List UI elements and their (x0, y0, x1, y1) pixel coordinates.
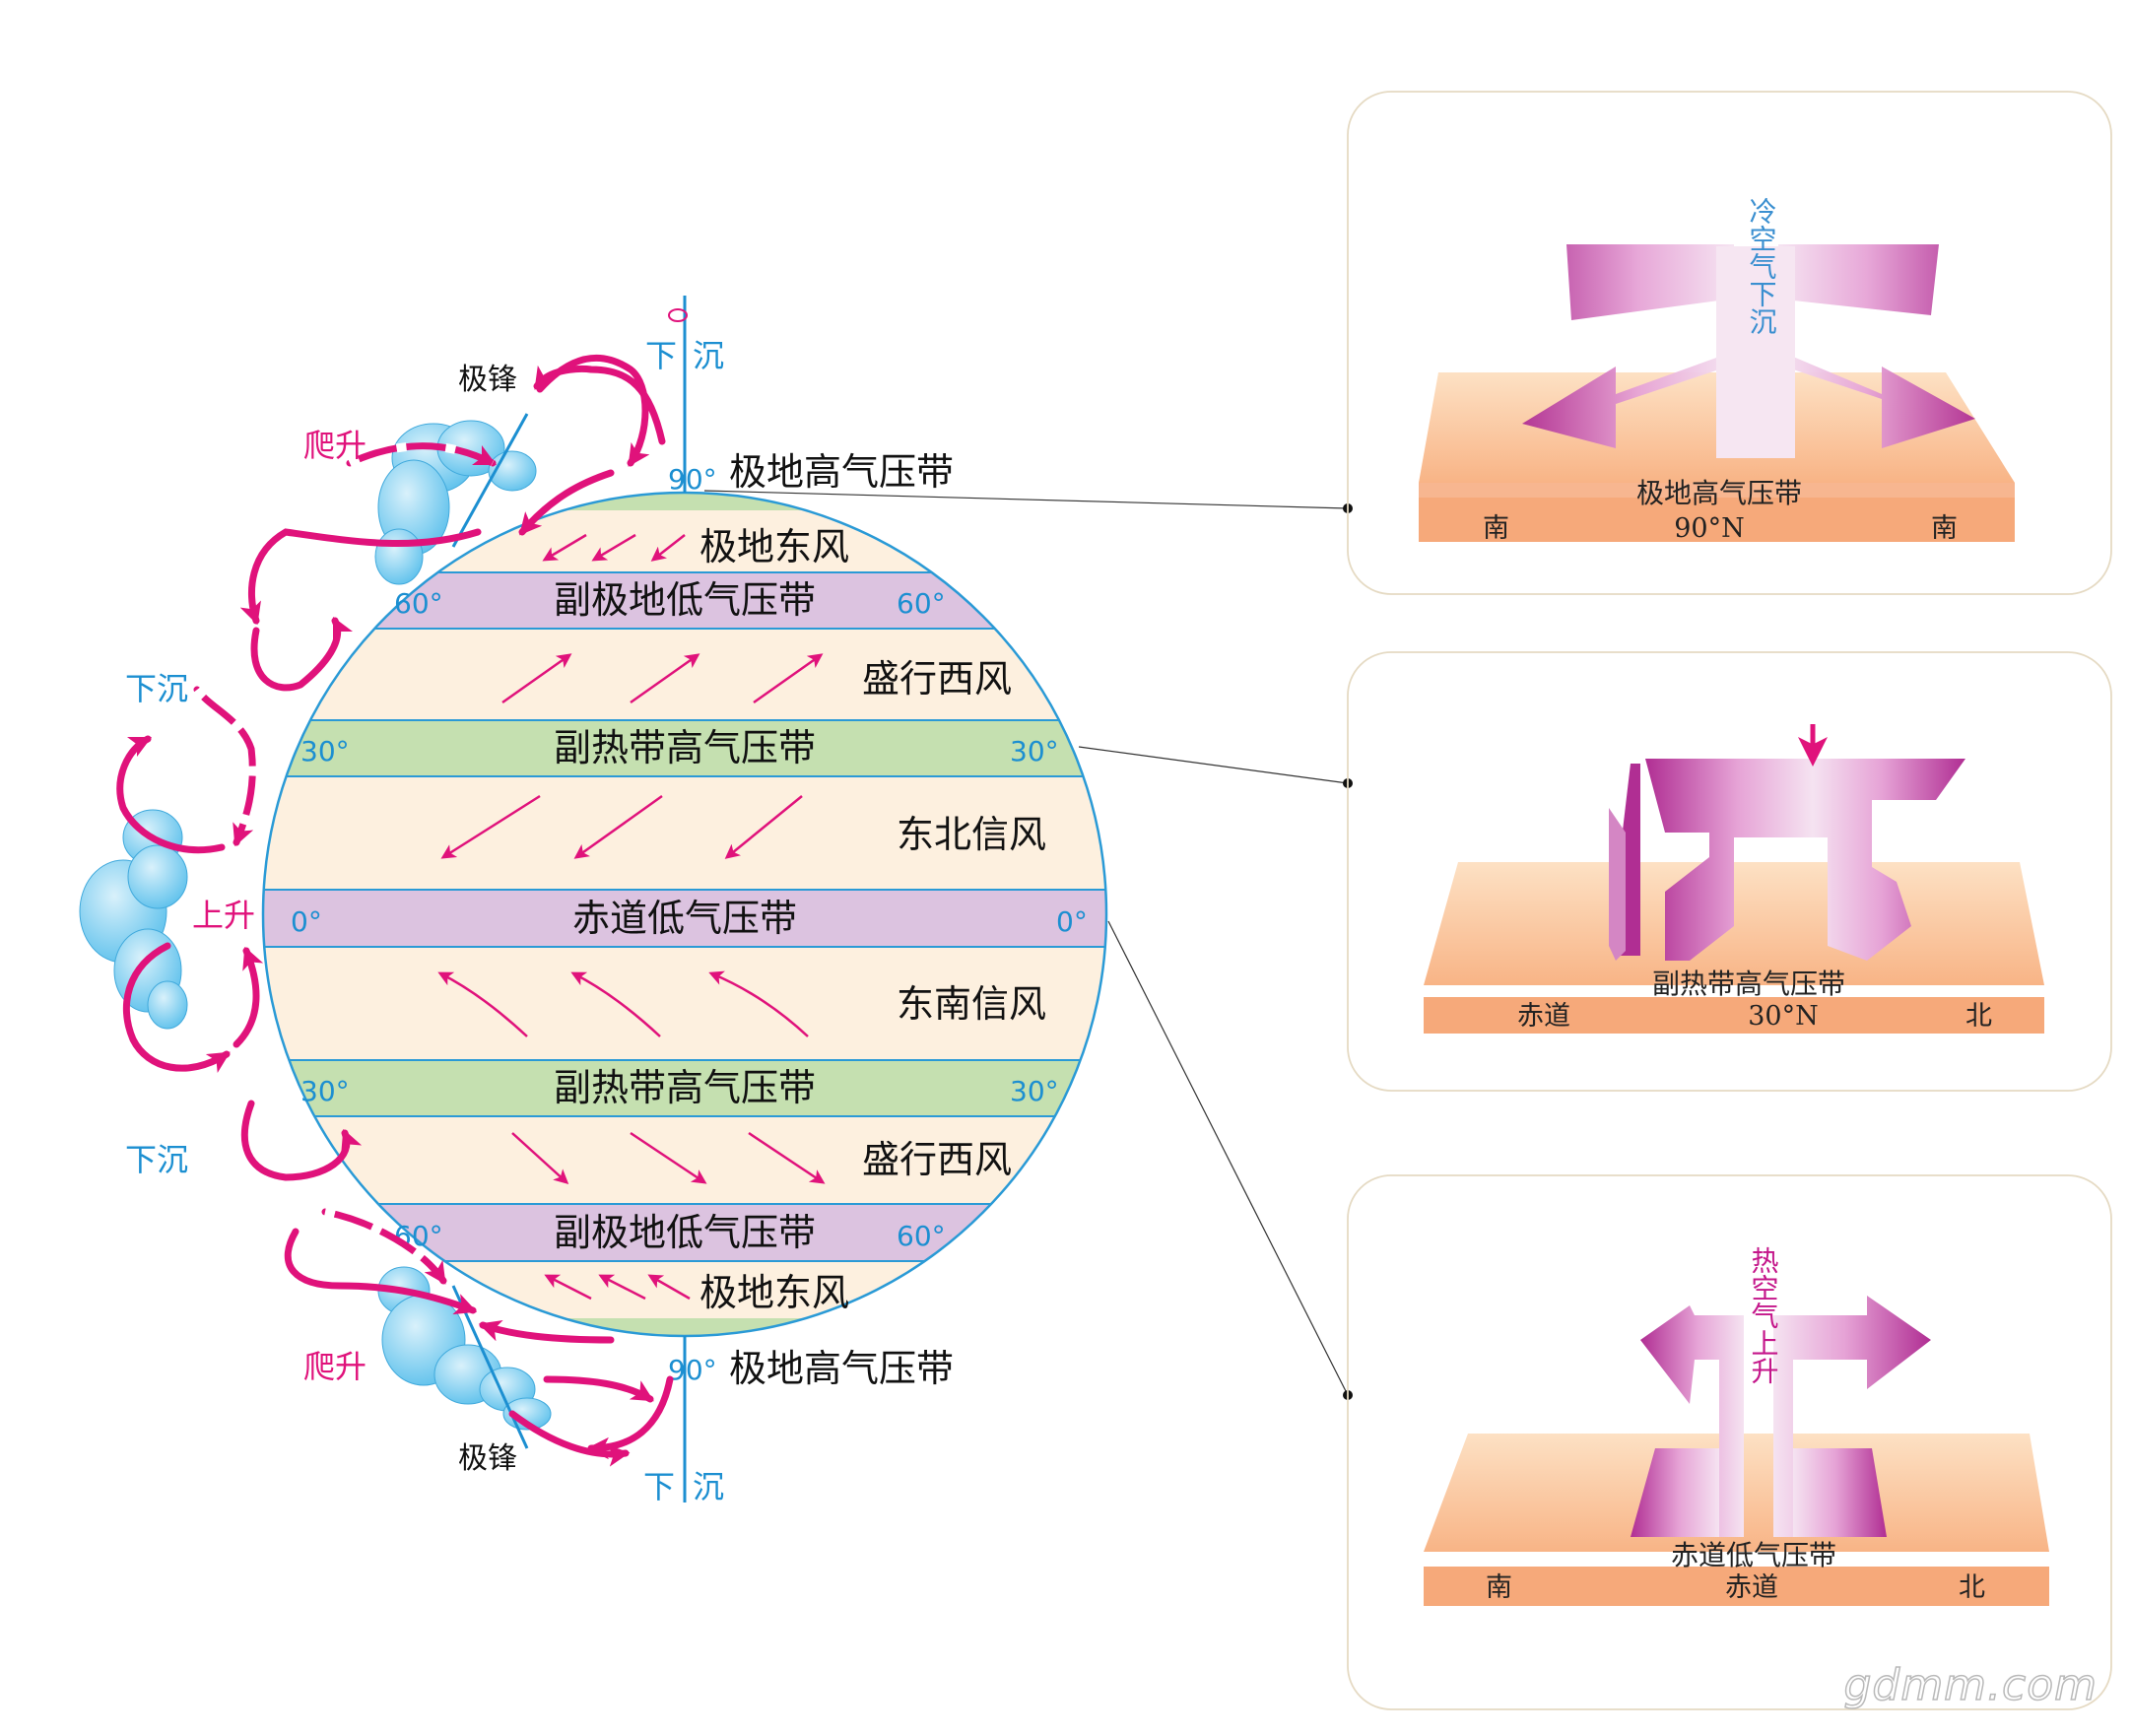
watermark: gdmm.com (1843, 1659, 2098, 1711)
inset-panel-equatorial (1347, 1174, 2112, 1710)
inset-panel-polar (1347, 91, 2112, 595)
inset-equatorial: 热空气上升 赤道低气压带 南 赤道 北 (1424, 1246, 2049, 1606)
inset-polar-belt: 极地高气压带 (1636, 477, 1802, 509)
polar-front-line-n (451, 413, 529, 548)
label-sink-north-xia: 下 (645, 337, 677, 374)
label-sink-south-chen: 沉 (693, 1468, 724, 1505)
rotation-icon (668, 308, 688, 322)
lat-60-n-right: 60° (897, 587, 946, 620)
label-sink-south-xia: 下 (643, 1468, 675, 1505)
lat-60-s-left: 60° (394, 1220, 443, 1252)
label-polar-front-n: 极锋 (458, 363, 517, 397)
label-sink-30n: 下沉 (125, 670, 188, 707)
label-se-trade: 东南信风 (897, 982, 1046, 1026)
label-polar-easterly-s: 极地东风 (699, 1271, 849, 1314)
lat-30-s-right: 30° (1010, 1075, 1059, 1107)
label-subtropical-high-n: 副热带高气压带 (554, 726, 816, 769)
label-westerly-s: 盛行西风 (862, 1138, 1012, 1181)
label-sink-north-chen: 沉 (693, 337, 724, 374)
lat-60-s-right: 60° (897, 1220, 946, 1252)
label-sink-30s: 下沉 (125, 1141, 188, 1178)
inset-polar-vertical-label: 冷空气下沉 (1746, 197, 1778, 335)
lat-30-s-left: 30° (300, 1075, 350, 1107)
inset-polar-right: 南 (1931, 513, 1958, 544)
label-equatorial-low: 赤道低气压带 (572, 897, 797, 940)
inset-equatorial-vertical-label: 热空气上升 (1748, 1246, 1780, 1384)
lat-30-n-right: 30° (1010, 735, 1059, 768)
label-subpolar-low-n: 副极地低气压带 (554, 578, 816, 622)
inset-subtropical-center: 30°N (1748, 1001, 1818, 1032)
inset-subtropical: 副热带高气压带 赤道 30°N 北 (1424, 724, 2044, 1034)
label-polar-high-n: 极地高气压带 (729, 450, 954, 494)
lat-0-left: 0° (291, 905, 322, 938)
inset-subtropical-left: 赤道 (1517, 1001, 1570, 1032)
label-subpolar-low-s: 副极地低气压带 (554, 1211, 816, 1254)
lat-90-s: 90° (668, 1354, 717, 1386)
inset-polar: 冷空气下沉 极地高气压带 南 90°N 南 (1419, 197, 2015, 544)
lat-30-n-left: 30° (300, 735, 350, 768)
inset-polar-center: 90°N (1674, 513, 1744, 544)
inset-panel-subtropical (1347, 651, 2112, 1092)
inset-equatorial-belt: 赤道低气压带 (1671, 1539, 1836, 1571)
label-polar-high-s: 极地高气压带 (729, 1347, 954, 1390)
label-ne-trade: 东北信风 (897, 813, 1046, 856)
connector-lines (703, 490, 1349, 1396)
lat-90-n: 90° (668, 463, 717, 496)
label-westerly-n: 盛行西风 (862, 657, 1012, 701)
wind-arrows (437, 533, 826, 1301)
inset-subtropical-belt: 副热带高气压带 (1652, 968, 1845, 1000)
lat-60-n-left: 60° (394, 587, 443, 620)
cell-arrows (116, 354, 674, 1467)
inset-subtropical-right: 北 (1965, 1001, 1992, 1032)
lat-0-right: 0° (1056, 905, 1088, 938)
label-polar-easterly-n: 极地东风 (699, 525, 849, 568)
label-subtropical-high-s: 副热带高气压带 (554, 1066, 816, 1109)
inset-equatorial-left: 南 (1486, 1572, 1512, 1603)
inset-equatorial-center: 赤道 (1725, 1572, 1778, 1603)
label-climb-south: 爬升 (303, 1348, 366, 1385)
label-rise-equator: 上升 (192, 897, 255, 934)
label-climb-north: 爬升 (303, 427, 366, 464)
inset-polar-left: 南 (1483, 513, 1509, 544)
inset-equatorial-right: 北 (1959, 1572, 1985, 1603)
label-polar-front-s: 极锋 (458, 1441, 517, 1476)
